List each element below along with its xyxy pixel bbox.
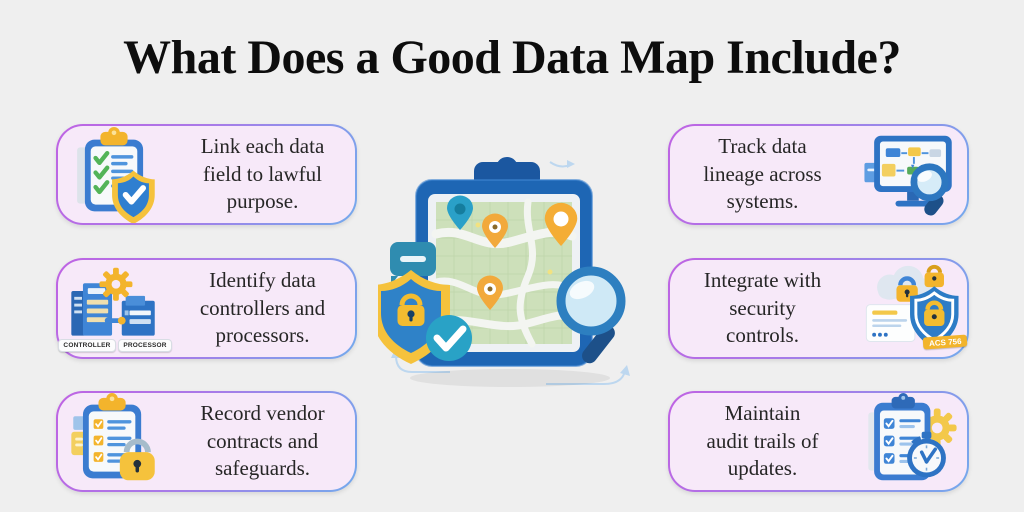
- check-circle: [426, 315, 472, 361]
- map-pin-orange-small: [482, 213, 508, 248]
- card-data-lineage: Track data lineage across systems.: [668, 124, 969, 225]
- card-lawful-purpose: Link each data field to lawful purpose.: [56, 124, 357, 225]
- magnifier: [556, 266, 626, 364]
- cloud-shield-locks-icon: ACS 756: [855, 260, 968, 357]
- clipboard-shield-check-icon: [58, 126, 170, 223]
- card-label: Record vendor contracts and safeguards.: [200, 400, 325, 481]
- clipboard-padlock-icon: [58, 393, 170, 490]
- clipboard-gear-stopwatch-icon: [855, 393, 967, 490]
- processor-tag: PROCESSOR: [118, 339, 172, 352]
- card-label: Maintain audit trails of updates.: [706, 400, 819, 481]
- map-pin-blue: [447, 195, 473, 230]
- card-vendor-contracts: Record vendor contracts and safeguards.: [56, 391, 357, 492]
- card-controllers-processors: CONTROLLER PROCESSOR Identify data contr…: [56, 258, 357, 359]
- card-security-controls: Integrate with security controls.: [668, 258, 969, 359]
- card-audit-trails: Maintain audit trails of updates.: [668, 391, 969, 492]
- monitor-lineage-magnifier-icon: [855, 126, 967, 223]
- data-map-illustration: [372, 130, 650, 396]
- controller-processor-buildings-icon: CONTROLLER PROCESSOR: [58, 260, 172, 357]
- page-title: What Does a Good Data Map Include?: [123, 31, 901, 84]
- shield-lock: [372, 270, 450, 364]
- card-label: Link each data field to lawful purpose.: [200, 133, 325, 214]
- map-pin-orange-mid: [477, 275, 503, 310]
- card-label: Track data lineage across systems.: [703, 133, 822, 214]
- map-pin-orange-large: [544, 202, 578, 246]
- controller-tag: CONTROLLER: [58, 339, 116, 352]
- card-label: Integrate with security controls.: [703, 267, 822, 348]
- card-label: Identify data controllers and processors…: [199, 267, 326, 348]
